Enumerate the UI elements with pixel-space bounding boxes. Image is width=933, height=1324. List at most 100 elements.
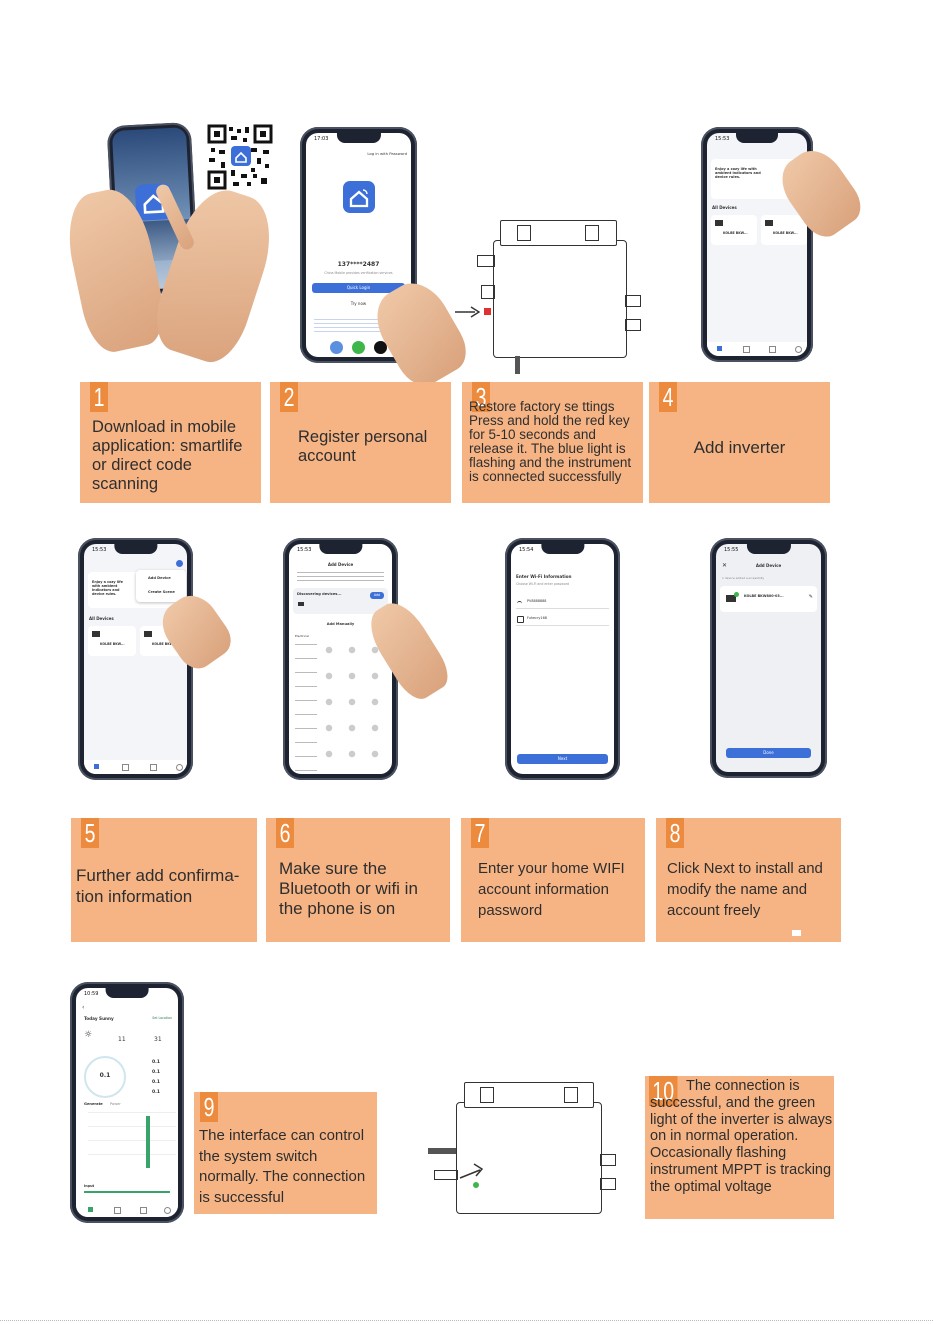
bottom-nav [707, 342, 807, 356]
step-number: 7 [471, 818, 489, 848]
scene-icon[interactable] [743, 346, 750, 353]
qr-code-icon [207, 124, 273, 190]
tab-generate[interactable]: Generate [84, 1102, 103, 1106]
status-time: 15:53 [715, 136, 730, 142]
category-electrical[interactable]: Electrical [295, 634, 309, 638]
step-5-box: 5 Further add confirma- tion information [71, 818, 257, 942]
banner-card: Enjoy a cozy life with ambient indicator… [88, 572, 183, 608]
home-icon[interactable] [88, 1207, 93, 1212]
password-login-link[interactable]: Log in with Password [367, 151, 407, 156]
sun-icon: ☼ [84, 1030, 93, 1040]
add-device-phone: 15:53 Add Device Discovering devices... … [283, 538, 398, 780]
status-time: 10:59 [84, 991, 99, 997]
add-icon[interactable] [176, 560, 183, 567]
status-time: 15:53 [297, 547, 312, 553]
step-4-box: 4 Add inverter [649, 382, 830, 503]
me-icon[interactable] [795, 346, 802, 353]
side-cable [428, 1148, 456, 1154]
step-number: 5 [81, 818, 99, 848]
temperature-value: 31 [154, 1036, 162, 1043]
home-icon[interactable] [94, 764, 99, 769]
side-connector [477, 255, 495, 267]
device-card[interactable]: KOLBE BKW... [88, 626, 136, 656]
step-number: 3 [472, 382, 490, 412]
step-2-box: 2 Register personal account [270, 382, 451, 503]
add-button[interactable]: Add [370, 592, 384, 599]
input-label: Input [84, 1184, 95, 1188]
reset-key-red-led[interactable] [484, 308, 491, 315]
me-icon[interactable] [176, 764, 183, 771]
alarm-icon[interactable] [140, 1207, 147, 1214]
step-1-box: 1 Download in mobile application: smartl… [80, 382, 261, 503]
metric-value: 0.1 [152, 1060, 160, 1065]
added-device-card[interactable]: KOLBE BKW800-03... ✎ [720, 586, 817, 612]
step-number: 2 [280, 382, 298, 412]
add-manually-heading: Add Manually [326, 622, 355, 626]
step-6-box: 6 Make sure the Bluetooth or wifi in the… [266, 818, 450, 942]
scene-icon[interactable] [122, 764, 129, 771]
settings-icon[interactable] [164, 1207, 171, 1214]
alt-login-icon[interactable] [330, 341, 343, 354]
step-text: Click Next to install and modify the nam… [667, 860, 823, 919]
status-time: 15:53 [92, 547, 107, 553]
set-location-link[interactable]: Set Location [152, 1016, 172, 1020]
divider [516, 608, 609, 609]
create-scene-menu-item[interactable]: Create Scene [148, 590, 175, 594]
bluetooth-hint [297, 572, 384, 582]
edit-icon[interactable]: ✎ [808, 594, 813, 600]
step-number: 8 [666, 818, 684, 848]
wifi-subtitle: Choose Wi-Fi and enter password [516, 582, 570, 586]
smart-icon[interactable] [769, 346, 776, 353]
side-connector [625, 295, 641, 307]
step-7-box: 7 Enter your home WIFI account informati… [461, 818, 645, 942]
stats-phone: 10:59 ‹ Today Sunny Set Location ☼ 11 31… [70, 982, 184, 1223]
phone-number: 137****2487 [337, 261, 380, 268]
lock-icon [517, 616, 524, 623]
device-card[interactable]: KOLBE BKW... [711, 215, 757, 245]
inverter-body [456, 1102, 602, 1214]
discovering-card: Discovering devices... Add [293, 588, 388, 614]
home-icon[interactable] [717, 346, 722, 351]
inverter-reset-illustration [455, 215, 645, 375]
verification-note: China Mobile provides verification servi… [324, 271, 393, 275]
success-check-icon [734, 592, 739, 597]
gauge-value: 0.1 [99, 1072, 111, 1079]
step-text: The interface can control the system swi… [199, 1127, 366, 1206]
device-card[interactable]: KOLBE BKW... [761, 215, 807, 245]
sunshine-value: 11 [118, 1036, 126, 1043]
step1-illustration [59, 120, 285, 370]
ssid-field[interactable]: PV8888888 [527, 599, 547, 603]
quick-login-button[interactable]: Quick Login [312, 283, 405, 293]
inverter-icon [92, 631, 100, 637]
status-time: 15:54 [519, 547, 534, 553]
bracket-slot [585, 225, 599, 241]
screen-title: Add Device [327, 562, 354, 567]
done-button[interactable]: Done [726, 748, 811, 758]
side-cable [434, 1170, 458, 1180]
inverter-icon [765, 220, 773, 226]
generation-chart [88, 1112, 176, 1168]
banner-text: Enjoy a cozy life with ambient indicator… [92, 580, 123, 596]
stats-icon[interactable] [114, 1207, 121, 1214]
add-device-menu-item[interactable]: Add Device [148, 576, 171, 580]
close-icon[interactable]: ✕ [722, 562, 728, 569]
apple-icon[interactable] [374, 341, 387, 354]
status-time: 17:03 [314, 136, 329, 142]
try-now-link[interactable]: Try now [350, 301, 367, 306]
category-list [295, 644, 317, 774]
step-text: Download in mobile application: smartlif… [92, 418, 243, 493]
back-icon[interactable]: ‹ [82, 1004, 85, 1011]
next-button[interactable]: Next [517, 754, 608, 764]
tab-power[interactable]: Power [110, 1102, 121, 1106]
bottom-nav [84, 760, 187, 774]
small-mark [792, 930, 801, 936]
step-8-box: 8 Click Next to install and modify the n… [656, 818, 841, 942]
app-logo [343, 181, 375, 213]
device-name: KOLBE BKW800-03... [744, 594, 784, 598]
device-name: KOLBE BKW... [723, 231, 748, 235]
side-connector [600, 1178, 616, 1190]
wechat-icon[interactable] [352, 341, 365, 354]
password-field[interactable]: Fuhecry168 [527, 616, 547, 620]
smart-icon[interactable] [150, 764, 157, 771]
step-text: Add inverter [693, 438, 786, 457]
